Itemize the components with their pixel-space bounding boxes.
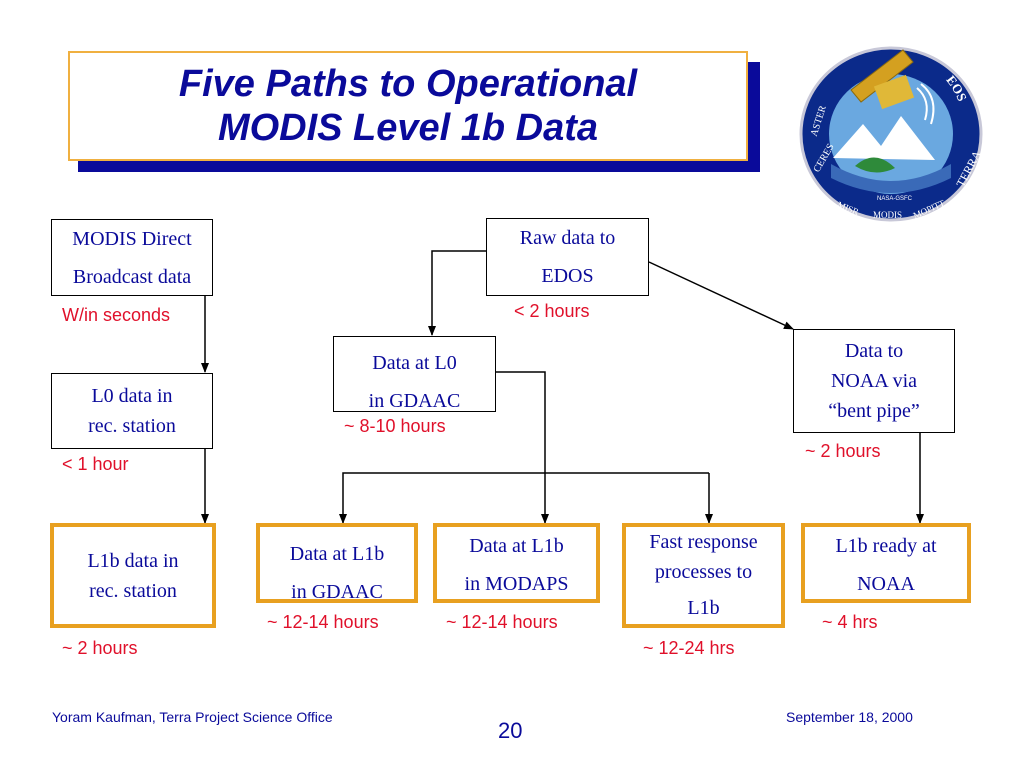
modis-direct-broadcast-box: MODIS Direct Broadcast data bbox=[51, 219, 213, 296]
box-label: Fast response bbox=[649, 531, 758, 553]
patch-mountains bbox=[833, 116, 935, 160]
patch-ocean bbox=[831, 164, 951, 193]
title-line-2: MODIS Level 1b Data bbox=[217, 107, 599, 149]
box-label: MODIS Direct bbox=[72, 227, 192, 250]
arrow-branch-to-gdaac-l1b bbox=[339, 472, 709, 524]
l1b-ready-noaa-box: L1b ready at NOAA bbox=[801, 523, 971, 603]
box-label: EDOS bbox=[541, 265, 594, 287]
timing-8-10-hours: ~ 8-10 hours bbox=[344, 416, 446, 436]
satellite-icon bbox=[850, 49, 914, 103]
box-label: Data to bbox=[844, 340, 904, 362]
slide-title: Five Paths to Operational MODIS Level 1b… bbox=[68, 51, 748, 161]
box-label: in MODAPS bbox=[464, 573, 569, 595]
timing-12-14-hours-modaps: ~ 12-14 hours bbox=[446, 612, 558, 632]
box-label: in GDAAC bbox=[368, 390, 461, 412]
timing-2-hours-noaa: ~ 2 hours bbox=[805, 441, 881, 461]
box-label: rec. station bbox=[88, 415, 176, 437]
data-l1b-modaps-box: Data at L1b in MODAPS bbox=[433, 523, 600, 603]
box-label: L0 data in bbox=[91, 385, 173, 407]
title-line-1: Five Paths to Operational bbox=[178, 63, 638, 105]
box-label: Raw data to bbox=[519, 227, 616, 249]
timing-2-hours-rec: ~ 2 hours bbox=[62, 638, 138, 658]
box-label: L1b data in bbox=[87, 549, 179, 572]
timing-within-seconds: W/in seconds bbox=[62, 305, 171, 325]
box-label: “bent pipe” bbox=[828, 400, 920, 422]
arrow-gdaac-to-modaps bbox=[496, 371, 549, 524]
box-label: in GDAAC bbox=[291, 581, 383, 603]
page-number: 20 bbox=[498, 718, 523, 743]
logo-text-center: NASA-GSFC bbox=[877, 196, 913, 202]
box-label: NOAA via bbox=[830, 370, 918, 392]
box-label: Data at L0 bbox=[372, 352, 457, 374]
data-l0-gdaac-box: Data at L0 in GDAAC bbox=[333, 336, 496, 412]
fast-response-box: Fast response processes to L1b bbox=[622, 523, 785, 628]
logo-text-bottom2: MODIS bbox=[873, 210, 902, 220]
data-l1b-gdaac-box: Data at L1b in GDAAC bbox=[256, 523, 418, 603]
box-label: rec. station bbox=[89, 579, 177, 602]
box-label: Data at L1b bbox=[469, 535, 564, 557]
box-label: processes to bbox=[654, 561, 753, 583]
footer-author: Yoram Kaufman, Terra Project Science Off… bbox=[52, 709, 333, 725]
eos-terra-logo: EOS TERRA ASTER CERES MISR MODIS MOPITT … bbox=[799, 46, 984, 222]
raw-data-edos-box: Raw data to EDOS bbox=[486, 218, 649, 296]
patch-land bbox=[855, 157, 895, 173]
box-label: L1b bbox=[687, 597, 720, 619]
footer-date: September 18, 2000 bbox=[786, 709, 913, 725]
data-noaa-bent-pipe-box: Data to NOAA via “bent pipe” bbox=[793, 329, 955, 433]
box-label: L1b ready at bbox=[835, 535, 937, 557]
box-label: Data at L1b bbox=[289, 543, 385, 565]
timing-12-14-hours-gdaac: ~ 12-14 hours bbox=[267, 612, 379, 632]
box-label: NOAA bbox=[857, 573, 915, 595]
box-label: Broadcast data bbox=[72, 265, 192, 288]
l0-data-rec-station-box: L0 data in rec. station bbox=[51, 373, 213, 449]
timing-4-hrs: ~ 4 hrs bbox=[822, 612, 878, 632]
satellite-body bbox=[873, 74, 915, 110]
timing-12-24-hrs: ~ 12-24 hrs bbox=[643, 638, 735, 658]
arrow-edos-to-noaa bbox=[648, 261, 794, 330]
arrow-edos-to-gdaac bbox=[428, 250, 486, 336]
l1b-data-rec-station-box: L1b data in rec. station bbox=[50, 523, 216, 628]
timing-lt-1-hour: < 1 hour bbox=[62, 454, 129, 474]
timing-lt-2-hours: < 2 hours bbox=[514, 301, 590, 321]
